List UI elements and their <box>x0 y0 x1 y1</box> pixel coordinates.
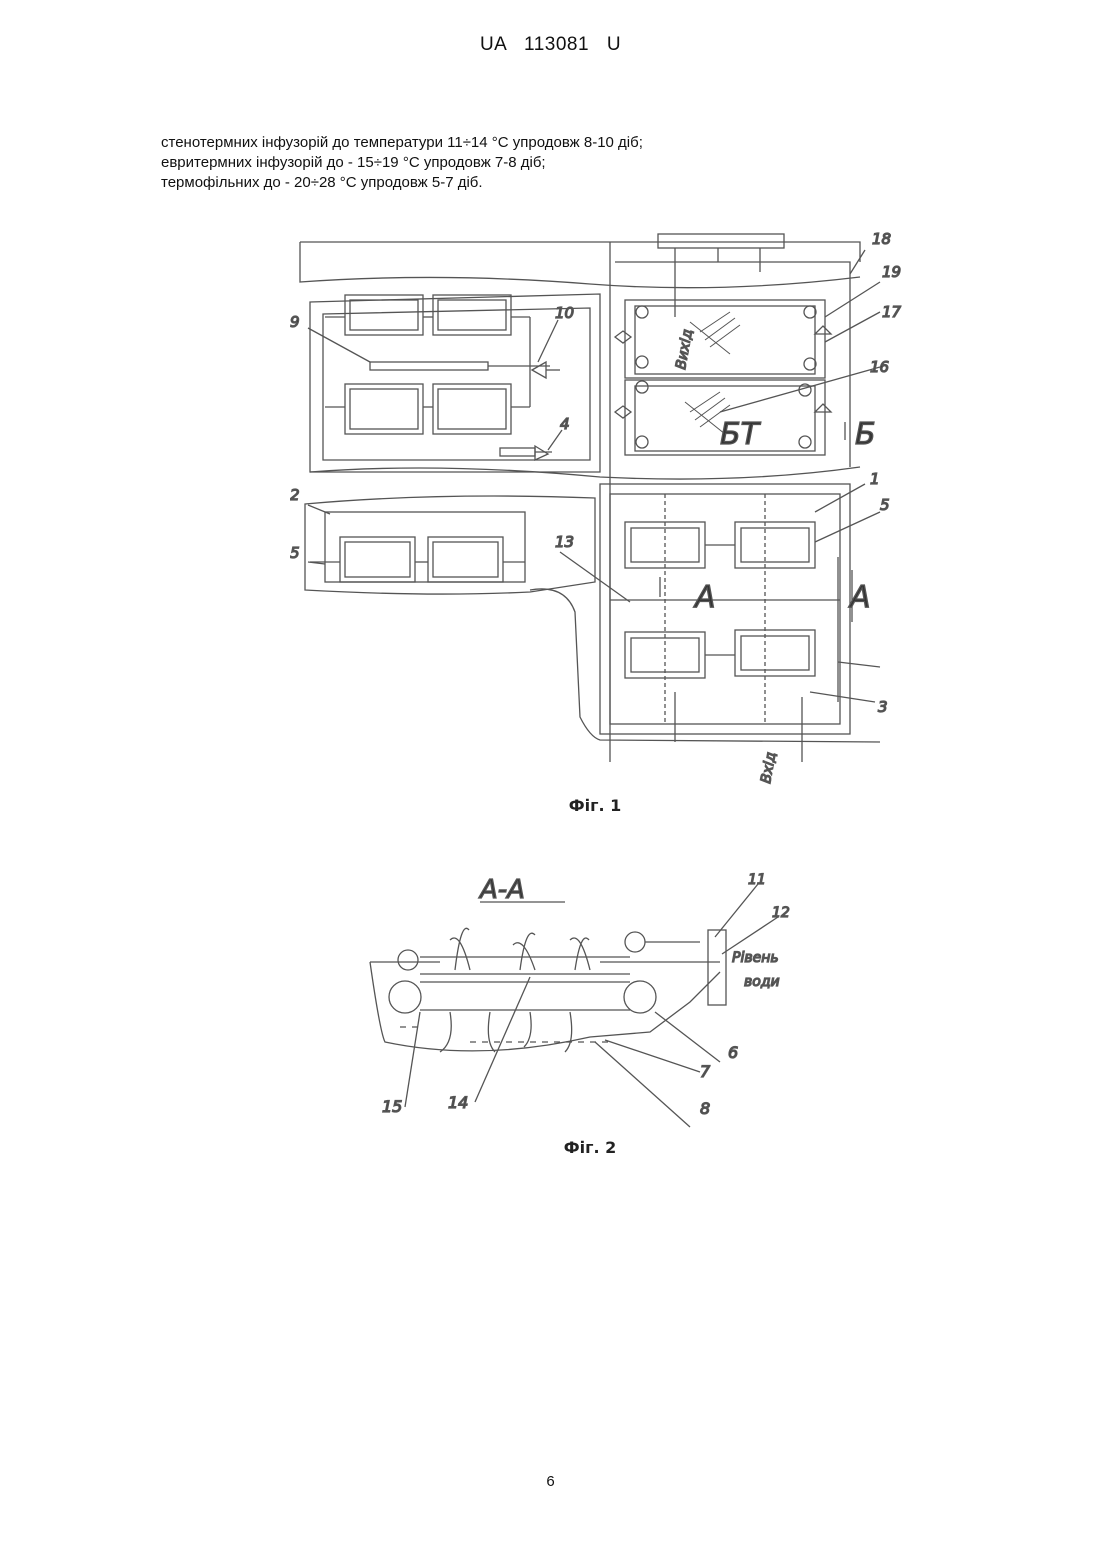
figure-1-drawing: 18 19 17 16 9 10 4 2 5 13 1 5 3 Вихід БТ… <box>290 222 910 792</box>
label-b: Б <box>855 417 876 452</box>
label-14: 14 <box>448 1093 468 1112</box>
page-number: 6 <box>0 1473 1101 1490</box>
label-19: 19 <box>882 263 901 281</box>
label-16: 16 <box>870 358 889 376</box>
label-5b: 5 <box>880 496 890 514</box>
label-11: 11 <box>748 872 766 888</box>
figure-2-drawing: А-А 11 12 Рівень води 6 7 8 15 14 <box>360 862 810 1134</box>
label-a-mid: А <box>693 580 716 615</box>
label-vkhid: Вхід <box>758 751 779 785</box>
label-9: 9 <box>290 313 300 331</box>
label-17: 17 <box>882 303 902 321</box>
label-8: 8 <box>700 1099 710 1118</box>
label-2: 2 <box>290 486 300 504</box>
label-section-a-a: А-А <box>478 875 525 905</box>
label-a-right: А <box>848 580 871 615</box>
label-bt: БТ <box>720 417 762 452</box>
label-riven: Рівень <box>732 950 779 966</box>
label-vody: води <box>744 974 780 990</box>
label-4: 4 <box>560 415 570 433</box>
label-3: 3 <box>878 698 888 716</box>
label-7: 7 <box>700 1062 711 1081</box>
text-line: евритермних інфузорій до - 15÷19 °С упро… <box>161 153 643 173</box>
label-vykhid: Вихід <box>673 328 696 371</box>
label-6a: 6 <box>728 1043 738 1062</box>
label-10: 10 <box>555 304 574 322</box>
figure-2-caption: Фіг. 2 <box>530 1138 650 1157</box>
label-5a: 5 <box>290 544 300 562</box>
label-13: 13 <box>555 533 574 551</box>
label-12: 12 <box>772 905 790 921</box>
label-18: 18 <box>872 230 891 248</box>
label-15: 15 <box>382 1097 402 1116</box>
text-line: стенотермних інфузорій до температури 11… <box>161 133 643 153</box>
figure-1-caption: Фіг. 1 <box>535 796 655 815</box>
text-line: термофільних до - 20÷28 °С упродовж 5-7 … <box>161 173 643 193</box>
body-text: стенотермних інфузорій до температури 11… <box>161 133 643 193</box>
patent-number-header: UA 113081 U <box>0 34 1101 56</box>
label-1: 1 <box>870 470 880 488</box>
